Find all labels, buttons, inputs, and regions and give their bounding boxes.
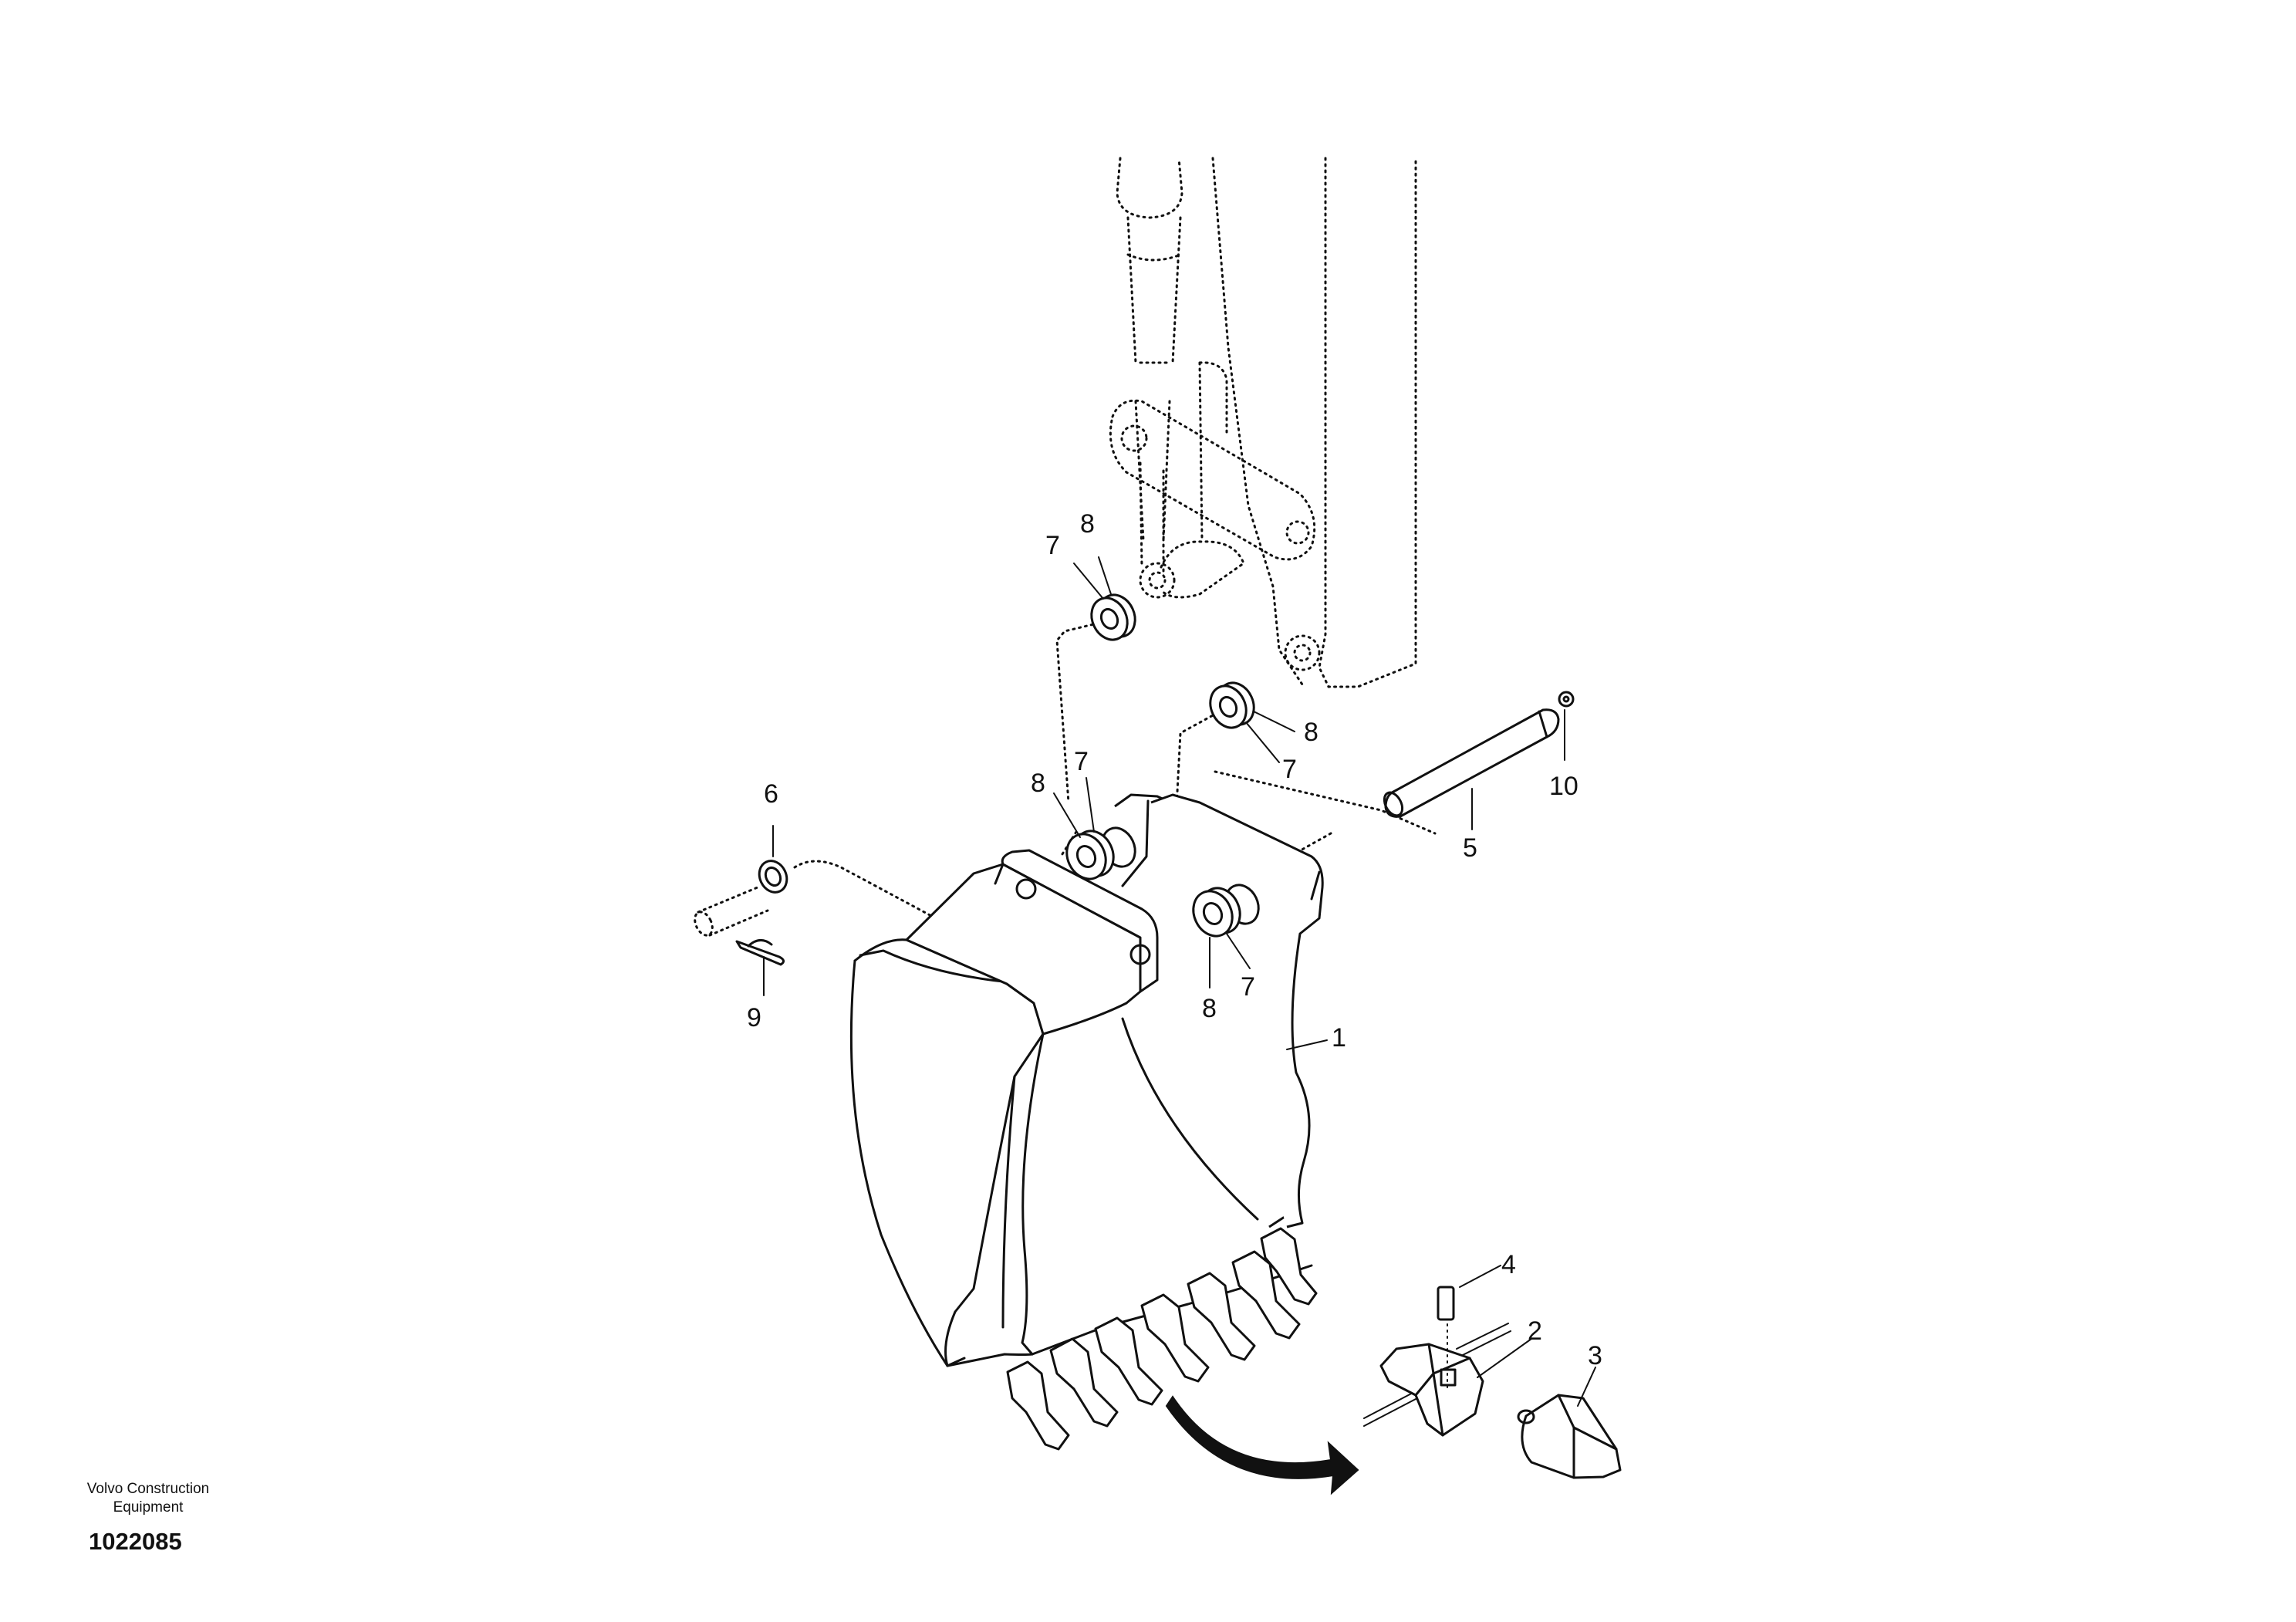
leader-lines bbox=[763, 556, 1596, 1407]
pins-and-bushings bbox=[694, 593, 1575, 966]
callout-3: 3 bbox=[1588, 1341, 1602, 1370]
callout-7: 7 bbox=[1241, 972, 1255, 1002]
callout-6: 6 bbox=[764, 779, 778, 809]
callout-7: 7 bbox=[1282, 755, 1297, 784]
callout-2: 2 bbox=[1528, 1316, 1542, 1346]
callout-8: 8 bbox=[1031, 769, 1045, 798]
callout-9: 9 bbox=[747, 1003, 761, 1032]
callout-1: 1 bbox=[1332, 1023, 1346, 1053]
callout-7: 7 bbox=[1045, 531, 1060, 560]
callout-4: 4 bbox=[1501, 1250, 1516, 1279]
callout-5: 5 bbox=[1463, 833, 1477, 863]
credit-line-2: Equipment bbox=[113, 1499, 184, 1516]
callout-8: 8 bbox=[1202, 994, 1217, 1023]
callout-labels: 7 8 8 7 10 5 6 8 7 9 7 8 1 4 2 3 bbox=[747, 509, 1602, 1370]
callout-10: 10 bbox=[1549, 772, 1578, 801]
document-footer: Volvo Construction Equipment 1022085 bbox=[87, 1481, 209, 1555]
callout-8: 8 bbox=[1080, 509, 1095, 539]
document-number: 1022085 bbox=[89, 1528, 182, 1555]
credit-line-1: Volvo Construction bbox=[87, 1481, 209, 1497]
callout-8: 8 bbox=[1304, 718, 1319, 747]
callout-7: 7 bbox=[1074, 747, 1089, 776]
tooth-detail bbox=[1165, 1286, 1622, 1495]
bucket-teeth bbox=[1006, 1227, 1318, 1451]
